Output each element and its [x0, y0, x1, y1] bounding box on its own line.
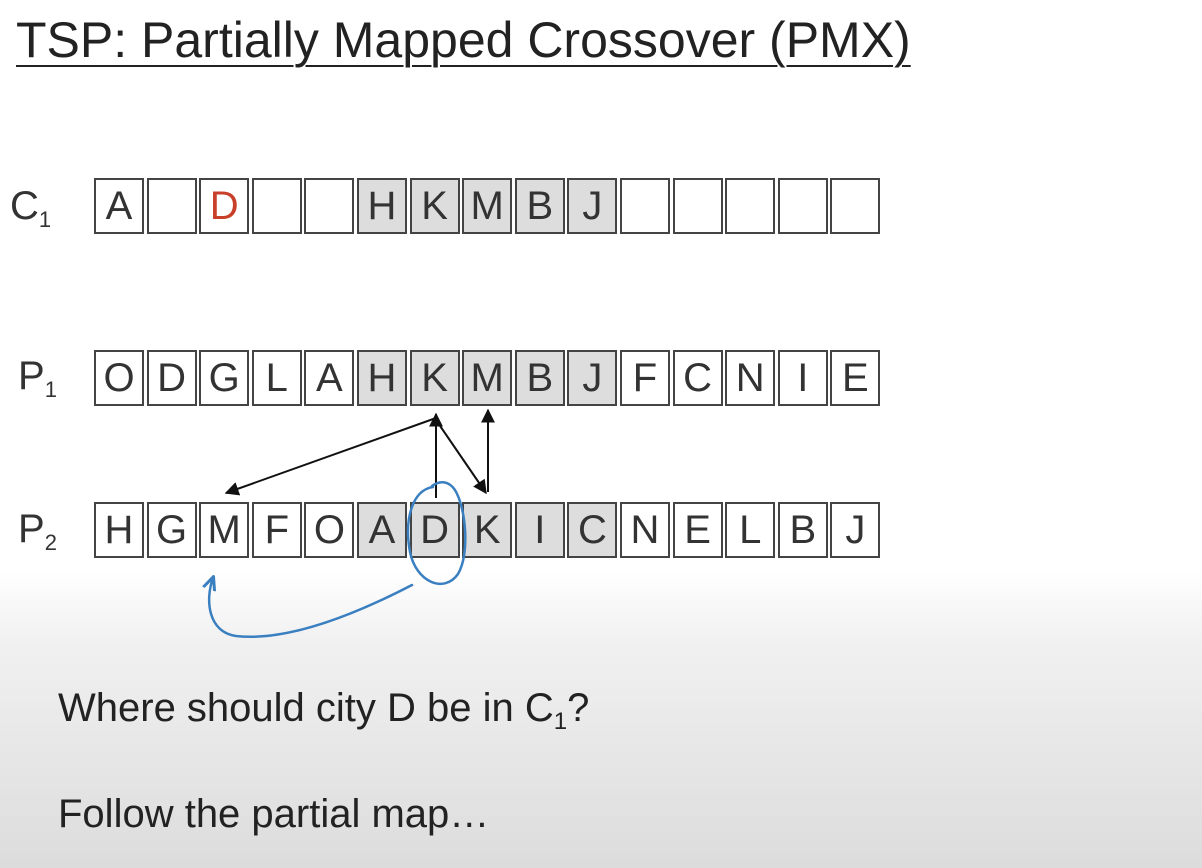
question-text: Where should city D be in C1? [58, 684, 589, 746]
c1-cell-13 [725, 178, 776, 234]
p2-cell-15: J [830, 502, 881, 558]
p1-cell-13: N [725, 350, 776, 406]
p1-cell-5: A [304, 350, 355, 406]
row-label-main: C [10, 184, 39, 228]
p1-cell-11: F [620, 350, 670, 406]
p2-cell-5: O [304, 502, 355, 558]
c1-cell-6: H [357, 178, 407, 234]
row-label-p1: P1 [18, 352, 57, 414]
p1-cell-1: O [94, 350, 144, 406]
p1-cell-8: M [462, 350, 513, 406]
c1-cell-1: A [94, 178, 144, 234]
p1-cell-15: E [830, 350, 881, 406]
p2-cell-9: I [514, 502, 565, 558]
mapping-arrow-k-to-m [224, 417, 437, 496]
question-main: Where should city D be in C [58, 686, 554, 730]
mapping-arrow-k-diagonal [435, 419, 487, 495]
curved-arrow-d-to-m [209, 578, 414, 638]
p2-cell-7: D [409, 502, 460, 558]
p1-cell-10: J [567, 350, 618, 406]
c1-cell-7: K [409, 178, 460, 234]
p2-cell-2: G [146, 502, 197, 558]
row-label-subscript: 1 [38, 207, 52, 232]
p1-cell-6: H [357, 350, 407, 406]
c1-cell-8: M [462, 178, 513, 234]
p1-cell-2: D [146, 350, 197, 406]
c1-cell-3: D [199, 178, 250, 234]
p1-cell-14: I [777, 350, 828, 406]
p2-cell-13: L [725, 502, 776, 558]
row-label-main: P [18, 507, 45, 551]
p2-cell-12: E [672, 502, 723, 558]
row-label-main: P [18, 354, 45, 398]
row-label-subscript: 1 [44, 377, 57, 402]
p2-cell-10: C [567, 502, 618, 558]
c1-cell-10: J [567, 178, 618, 234]
row-label-p2: P2 [18, 505, 57, 567]
c1-cell-14 [777, 178, 828, 234]
slide-title: TSP: Partially Mapped Crossover (PMX) [16, 12, 911, 68]
question-mark: ? [567, 686, 590, 730]
p2-cell-8: K [462, 502, 513, 558]
c1-cell-11 [620, 178, 670, 234]
follow-text: Follow the partial map… [58, 792, 490, 836]
p2-cell-6: A [357, 502, 407, 558]
p2-cell-4: F [251, 502, 302, 558]
p2-cell-1: H [94, 502, 144, 558]
p1-cell-12: C [672, 350, 723, 406]
c1-cell-5 [304, 178, 355, 234]
c1-cell-4 [251, 178, 302, 234]
p2-cell-3: M [199, 502, 250, 558]
c1-cell-2 [146, 178, 197, 234]
c1-cell-12 [672, 178, 723, 234]
question-subscript: 1 [553, 708, 568, 735]
p2-cell-11: N [620, 502, 670, 558]
c1-cell-9: B [514, 178, 565, 234]
row-label-c1: C1 [10, 182, 51, 244]
p1-cell-9: B [514, 350, 565, 406]
p1-cell-7: K [409, 350, 460, 406]
p2-cell-14: B [777, 502, 828, 558]
row-label-subscript: 2 [44, 530, 57, 555]
c1-cell-15 [830, 178, 881, 234]
p1-cell-4: L [251, 350, 302, 406]
p1-cell-3: G [199, 350, 250, 406]
